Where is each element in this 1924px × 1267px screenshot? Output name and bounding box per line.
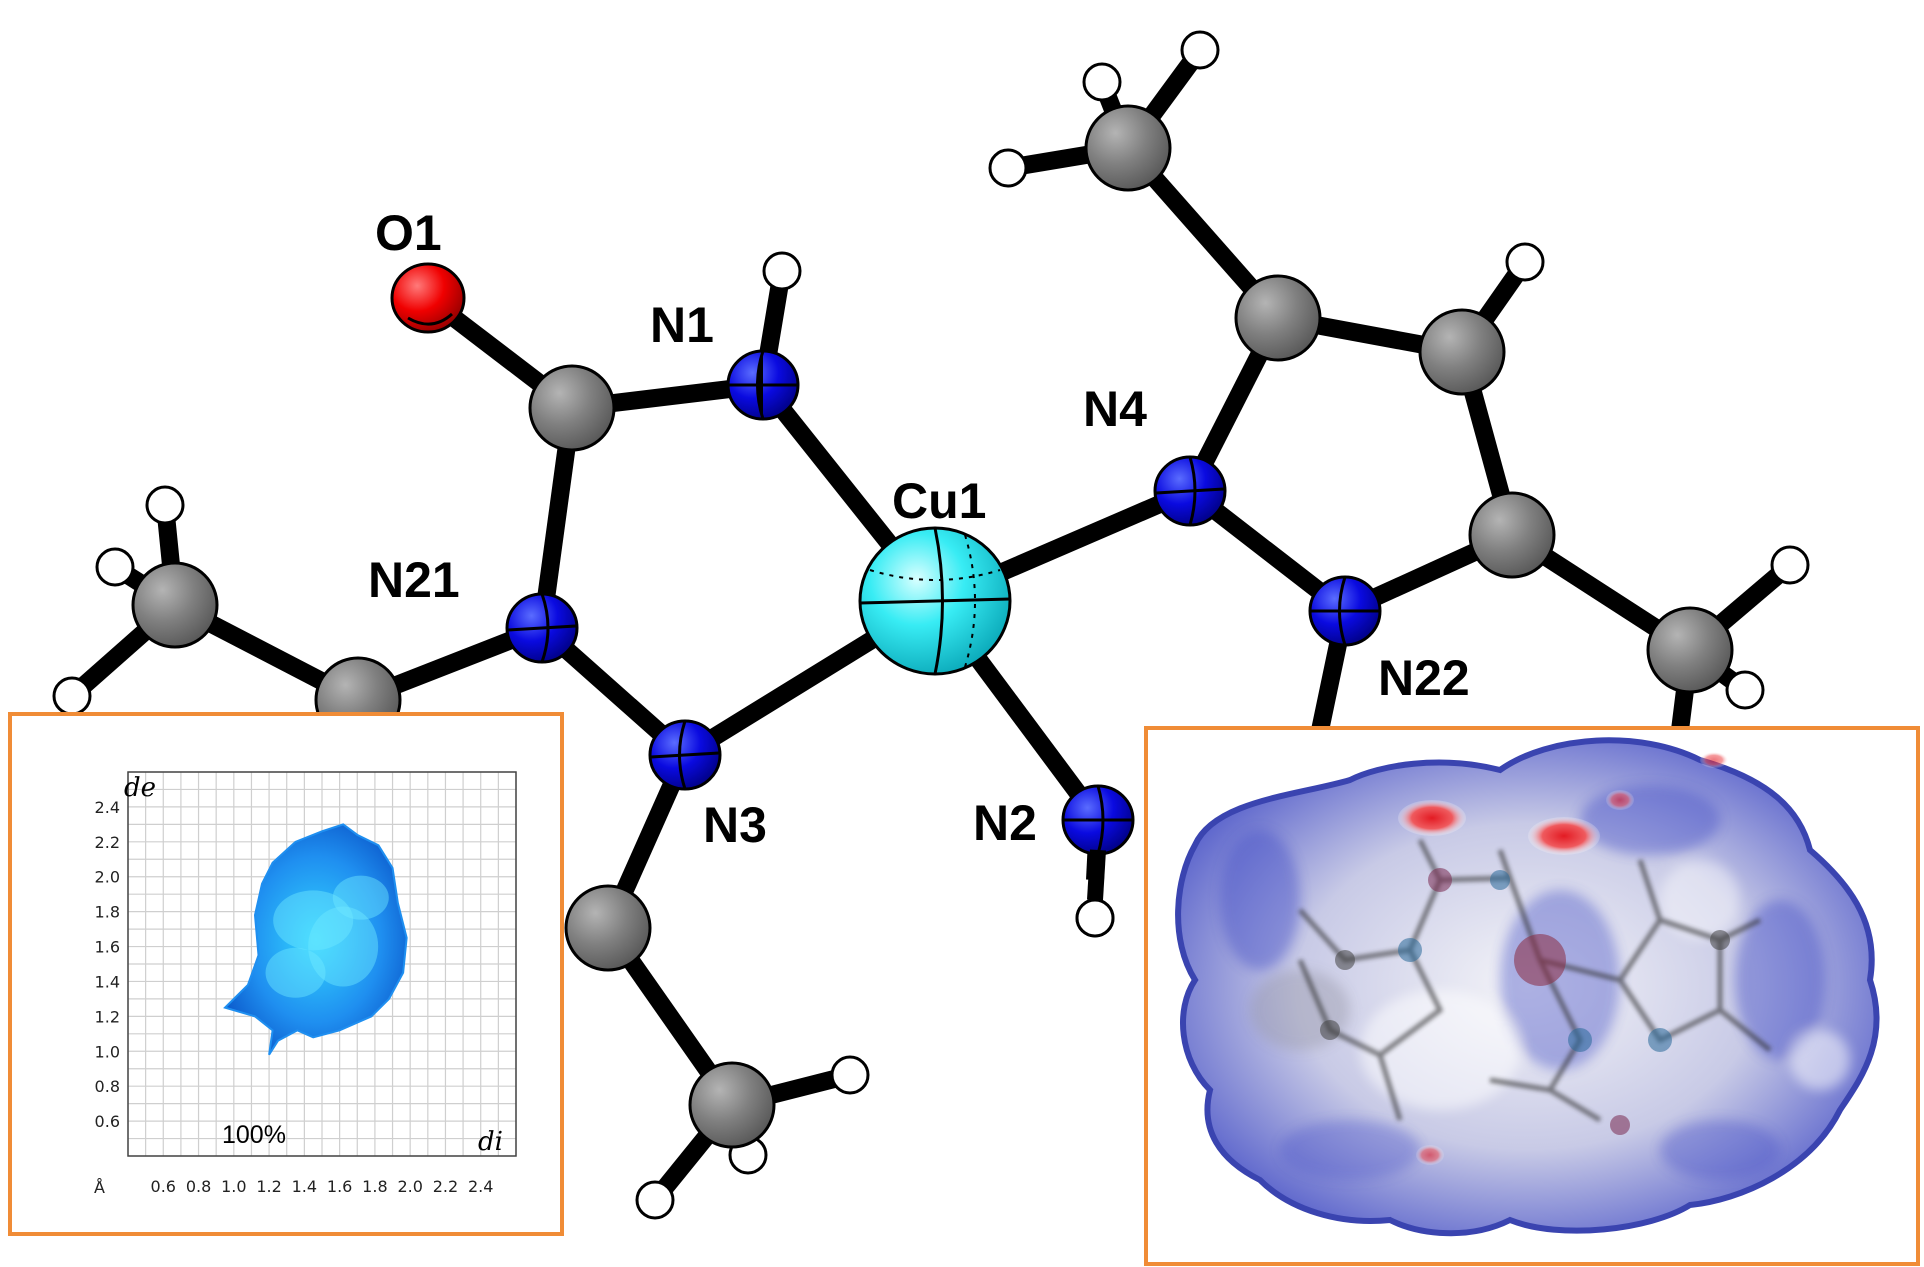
x-tick-label: 0.8 (186, 1177, 211, 1196)
atom-labels: O1 N1 Cu1 N4 N21 N22 N3 N2 (368, 205, 1470, 853)
fingerprint-density-spot (265, 947, 326, 998)
fingerprint-unit: Å (94, 1178, 105, 1197)
label-n1: N1 (650, 297, 714, 353)
hirshfeld-ghost-atoms (1320, 868, 1730, 1135)
label-o1: O1 (375, 205, 442, 261)
y-tick-label: 2.0 (95, 868, 120, 887)
y-tick-label: 2.4 (95, 798, 120, 817)
nitrogen-atom-n21 (505, 592, 579, 664)
carbon-atom (1084, 104, 1172, 192)
copper-atom-cu1 (858, 526, 1012, 676)
fingerprint-density-spot (308, 906, 379, 987)
x-tick-label: 2.0 (397, 1177, 422, 1196)
carbon-atom (131, 561, 219, 649)
x-tick-label: 1.6 (327, 1177, 352, 1196)
nitrogen-atom-n3 (648, 719, 722, 791)
y-tick-label: 0.6 (95, 1112, 120, 1131)
label-n21: N21 (368, 552, 460, 608)
y-tick-label: 1.8 (95, 903, 120, 922)
carbon-atom (1468, 491, 1556, 579)
carbon-atom (564, 884, 652, 972)
y-tick-label: 2.2 (95, 833, 120, 852)
x-tick-label: 1.0 (221, 1177, 246, 1196)
hirshfeld-red-spots (1398, 752, 1728, 1165)
nitrogen-atom-n1 (726, 349, 800, 421)
nitrogen-atom-n4 (1153, 455, 1227, 527)
label-cu1: Cu1 (892, 473, 986, 529)
y-tick-label: 1.2 (95, 1007, 120, 1026)
fingerprint-percentage: 100% (222, 1121, 286, 1149)
label-n2: N2 (973, 795, 1037, 851)
fingerprint-density-spot (273, 890, 354, 951)
fingerprint-plot-inset: 0.6 0.8 1.0 1.2 1.4 1.6 1.8 2.0 2.2 2.4 0.6 0.8 1.0… (8, 712, 564, 1236)
fingerprint-point-cloud (223, 823, 408, 1056)
fingerprint-x-ticks: 0.6 0.8 1.0 1.2 1.4 1.6 1.8 2.0 2.2 2.4 (151, 1177, 494, 1196)
carbon-atom (1646, 606, 1734, 694)
x-tick-label: 0.6 (151, 1177, 176, 1196)
carbon-atom (1418, 308, 1506, 396)
carbon-atom (688, 1061, 776, 1149)
x-tick-label: 1.8 (362, 1177, 387, 1196)
fingerprint-y-ticks: 0.6 0.8 1.0 1.2 1.4 1.6 1.8 2.0 2.2 2.4 (95, 798, 120, 1131)
nitrogen-atoms (505, 349, 1382, 856)
hirshfeld-surface-inset (1144, 726, 1920, 1266)
carbon-atom (528, 364, 616, 452)
fingerprint-y-axis-label: de (124, 773, 156, 803)
fingerprint-cloud-shape (223, 823, 408, 1056)
y-tick-label: 1.4 (95, 972, 120, 991)
label-n3: N3 (703, 797, 767, 853)
carbon-atoms (131, 104, 1734, 1149)
carbon-atom (1234, 274, 1322, 362)
fingerprint-plot-frame (127, 771, 517, 1157)
y-tick-label: 0.8 (95, 1077, 120, 1096)
y-tick-label: 1.6 (95, 938, 120, 957)
x-tick-label: 1.2 (256, 1177, 281, 1196)
label-n22: N22 (1378, 650, 1470, 706)
nitrogen-atom-n22 (1308, 575, 1382, 647)
x-tick-label: 1.4 (292, 1177, 317, 1196)
x-tick-label: 2.4 (468, 1177, 493, 1196)
label-n4: N4 (1083, 381, 1147, 437)
fingerprint-density-spot (332, 875, 389, 920)
x-tick-label: 2.2 (433, 1177, 458, 1196)
fingerprint-x-axis-label: di (478, 1127, 503, 1157)
nitrogen-atom-n2 (1061, 784, 1135, 856)
oxygen-atom-o1 (390, 262, 466, 334)
y-tick-label: 1.0 (95, 1042, 120, 1061)
